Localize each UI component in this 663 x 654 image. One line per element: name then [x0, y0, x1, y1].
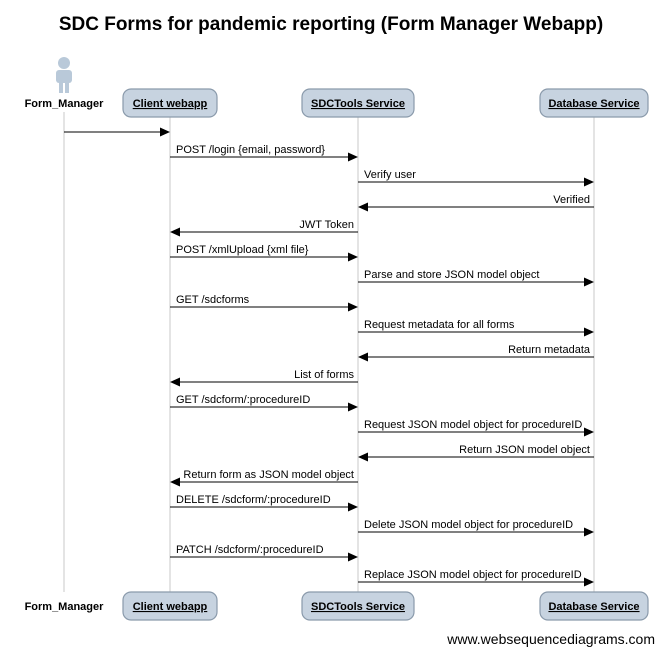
message-8: Request metadata for all forms [358, 319, 594, 337]
message-18: Replace JSON model object for procedureI… [358, 569, 594, 587]
participant-st-top: SDCTools Service [301, 88, 415, 118]
footer-watermark: www.websequencediagrams.com [446, 631, 655, 647]
message-13: Return JSON model object [358, 444, 594, 462]
message-14: Return form as JSON model object [170, 469, 358, 487]
message-label: DELETE /sdcform/:procedureID [176, 494, 331, 506]
message-label: Return JSON model object [459, 444, 590, 456]
participant-st-bottom: SDCTools Service [301, 591, 415, 621]
participants-top: Form_Manager Client webapp SDCTools Servic… [25, 57, 649, 118]
participant-label: Form_Manager [25, 98, 105, 110]
message-17: PATCH /sdcform/:procedureID [170, 544, 358, 562]
participant-label: Database Service [548, 98, 639, 110]
arrowhead-icon [348, 502, 358, 512]
participant-fm-top: Form_Manager [25, 57, 105, 110]
participant-box [122, 591, 218, 621]
arrowhead-icon [358, 352, 368, 362]
message-15: DELETE /sdcform/:procedureID [170, 494, 358, 512]
message-label: POST /xmlUpload {xml file} [176, 244, 309, 256]
participants-bottom: Form_Manager Client webapp SDCTools Servic… [25, 591, 649, 621]
message-label: Replace JSON model object for procedureI… [364, 569, 582, 581]
arrowhead-icon [584, 327, 594, 337]
participant-label: SDCTools Service [311, 601, 405, 613]
message-3: Verified [358, 194, 594, 212]
arrowhead-icon [348, 152, 358, 162]
participant-label: Form_Manager [25, 601, 105, 613]
participant-cw-bottom: Client webapp [122, 591, 218, 621]
arrowhead-icon [584, 577, 594, 587]
message-label: Verified [553, 194, 590, 206]
message-label: Parse and store JSON model object [364, 269, 539, 281]
arrowhead-icon [584, 427, 594, 437]
participant-label: Database Service [548, 601, 639, 613]
participant-box [539, 88, 649, 118]
arrowhead-icon [584, 177, 594, 187]
message-1: POST /login {email, password} [170, 144, 358, 162]
arrowhead-icon [348, 402, 358, 412]
person-icon [56, 57, 72, 93]
message-label: Request metadata for all forms [364, 319, 515, 331]
message-4: JWT Token [170, 219, 358, 237]
diagram-title: SDC Forms for pandemic reporting (Form M… [59, 14, 603, 35]
message-label: Return metadata [508, 344, 591, 356]
arrowhead-icon [358, 452, 368, 462]
message-label: Request JSON model object for procedureI… [364, 419, 582, 431]
participant-label: SDCTools Service [311, 98, 405, 110]
participant-box [539, 591, 649, 621]
message-label: PATCH /sdcform/:procedureID [176, 544, 324, 556]
arrowhead-icon [170, 477, 180, 487]
message-9: Return metadata [358, 344, 594, 362]
arrowhead-icon [584, 277, 594, 287]
message-0 [64, 127, 170, 137]
message-2: Verify user [358, 169, 594, 187]
arrowhead-icon [584, 527, 594, 537]
message-7: GET /sdcforms [170, 294, 358, 312]
participant-label: Client webapp [133, 601, 208, 613]
message-label: Return form as JSON model object [183, 469, 354, 481]
message-16: Delete JSON model object for procedureID [358, 519, 594, 537]
arrowhead-icon [170, 377, 180, 387]
participant-box [301, 591, 415, 621]
arrowhead-icon [170, 227, 180, 237]
message-12: Request JSON model object for procedureI… [358, 419, 594, 437]
lifelines [63, 112, 595, 592]
message-label: Delete JSON model object for procedureID [364, 519, 573, 531]
arrowhead-icon [348, 252, 358, 262]
message-label: JWT Token [299, 219, 354, 231]
message-6: Parse and store JSON model object [358, 269, 594, 287]
participant-cw-top: Client webapp [122, 88, 218, 118]
arrowhead-icon [348, 552, 358, 562]
participant-box [301, 88, 415, 118]
message-label: List of forms [294, 369, 354, 381]
messages: POST /login {email, password} Verify user… [64, 127, 594, 587]
arrowhead-icon [160, 127, 170, 137]
message-label: POST /login {email, password} [176, 144, 325, 156]
participant-fm-bottom: Form_Manager [25, 601, 105, 613]
arrowhead-icon [358, 202, 368, 212]
message-label: Verify user [364, 169, 416, 181]
message-label: GET /sdcform/:procedureID [176, 394, 310, 406]
message-11: GET /sdcform/:procedureID [170, 394, 358, 412]
message-label: GET /sdcforms [176, 294, 250, 306]
participant-box [122, 88, 218, 118]
message-5: POST /xmlUpload {xml file} [170, 244, 358, 262]
participant-db-top: Database Service [539, 88, 649, 118]
arrowhead-icon [348, 302, 358, 312]
participant-db-bottom: Database Service [539, 591, 649, 621]
participant-label: Client webapp [133, 98, 208, 110]
message-10: List of forms [170, 369, 358, 387]
